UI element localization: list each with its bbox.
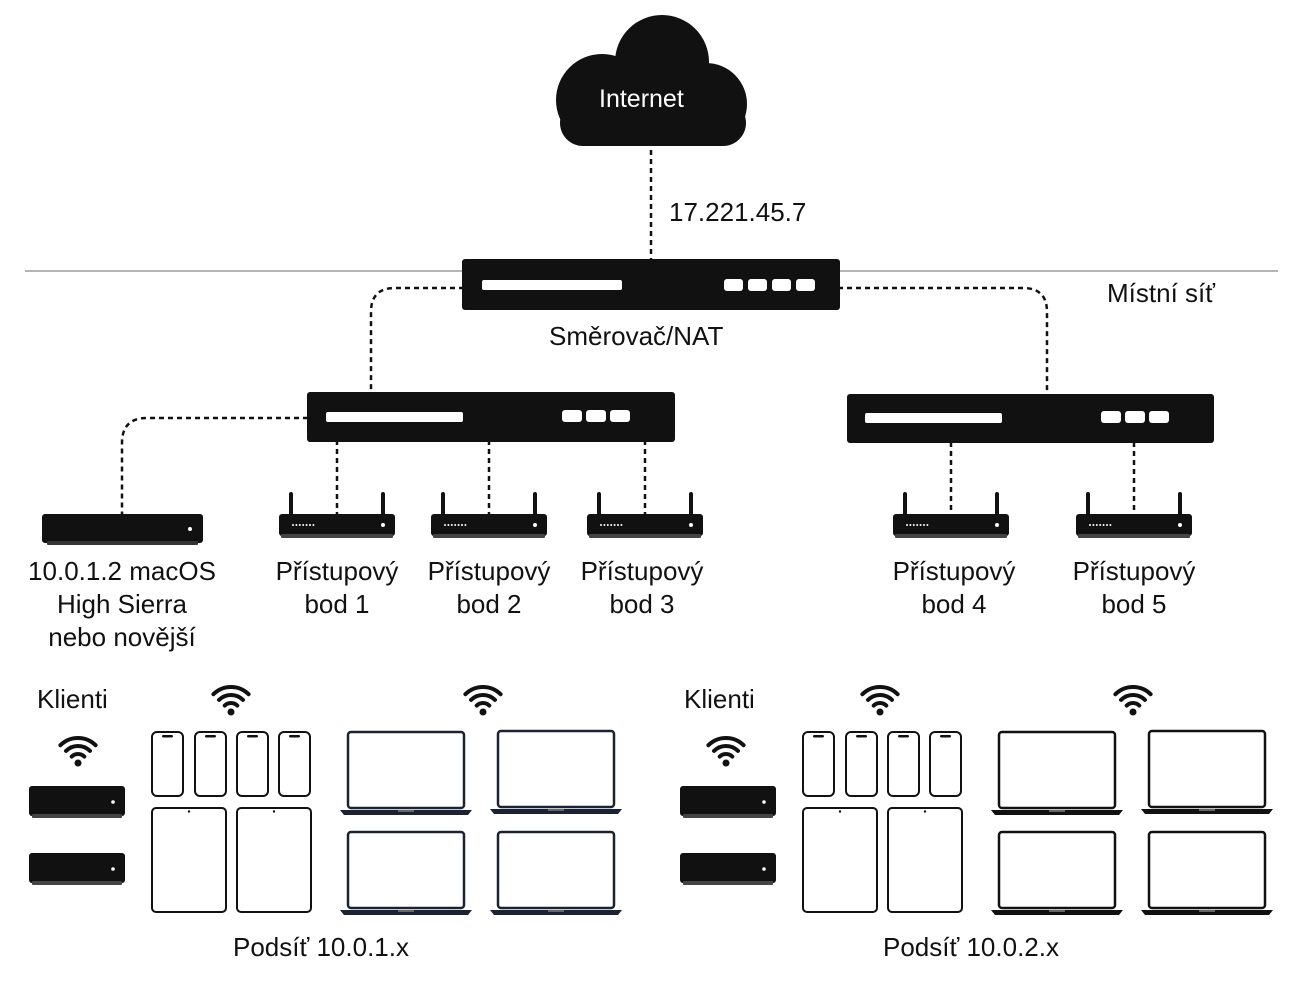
apple-tv-icon [680, 786, 776, 818]
access-point-label-line1: Přístupový [1072, 556, 1196, 586]
clients-label: Klienti [37, 684, 108, 714]
wan-ip-label: 17.221.45.7 [669, 197, 807, 227]
laptop-icon [490, 830, 622, 915]
laptop-icon [1141, 830, 1273, 915]
access-point-label: Přístupový bod 3 [567, 555, 717, 621]
access-point-icon [587, 492, 703, 538]
laptop-icon [340, 830, 472, 915]
line-switch-server [120, 416, 308, 514]
access-point-icon [279, 492, 395, 538]
access-point-label-line1: Přístupový [892, 556, 1016, 586]
cloud-icon [556, 15, 747, 146]
iphone-icon [845, 731, 878, 797]
client-devices [29, 729, 1273, 915]
iphone-icon [802, 731, 835, 797]
wifi-icon [1113, 684, 1153, 716]
apple-tv-icon [29, 853, 125, 885]
access-point-label-line1: Přístupový [275, 556, 399, 586]
mac-mini-icon [42, 514, 203, 545]
access-point-label-line2: bod 5 [1101, 589, 1167, 619]
access-point-label: Přístupový bod 4 [879, 555, 1029, 621]
internet-label: Internet [599, 85, 684, 113]
line-router-switch-right [838, 286, 1049, 394]
subnet-label: Podsíť 10.0.1.x [233, 932, 409, 962]
server-label-line1: 10.0.1.2 macOS [28, 556, 216, 586]
laptop-icon [340, 730, 472, 815]
access-point-icon [1076, 492, 1192, 538]
switch-icon [847, 394, 1214, 443]
access-point-label: Přístupový bod 2 [414, 555, 564, 621]
access-point-label-line2: bod 2 [456, 589, 522, 619]
router-label: Směrovač/NAT [549, 321, 724, 351]
line-router-switch-left [369, 286, 464, 392]
access-point-label: Přístupový bod 1 [262, 555, 412, 621]
access-point-label-line2: bod 4 [921, 589, 987, 619]
wifi-icon [211, 684, 251, 716]
subnet-label: Podsíť 10.0.2.x [883, 932, 1059, 962]
laptop-icon [490, 729, 622, 814]
laptop-icon [1141, 729, 1273, 814]
iphone-icon [278, 731, 311, 797]
laptop-icon [991, 830, 1123, 915]
wifi-signals [58, 684, 1153, 767]
server-label: 10.0.1.2 macOS High Sierra nebo novější [12, 555, 232, 654]
ipad-icon [236, 807, 312, 913]
wifi-icon [58, 735, 98, 767]
iphone-icon [194, 731, 227, 797]
server-label-line2: High Sierra [56, 589, 188, 619]
ipad-icon [887, 807, 963, 913]
wifi-icon [860, 684, 900, 716]
router-icon [462, 259, 840, 310]
clients-label: Klienti [684, 684, 755, 714]
server-label-line3: nebo novější [48, 622, 196, 652]
access-point-label: Přístupový bod 5 [1059, 555, 1209, 621]
local-network-label: Místní síť [1107, 278, 1215, 308]
wifi-icon [706, 735, 746, 767]
access-point-icon [431, 492, 547, 538]
access-point-label-line2: bod 1 [304, 589, 370, 619]
wifi-icon [463, 684, 503, 716]
ipad-icon [802, 807, 878, 913]
ipad-icon [151, 807, 227, 913]
iphone-icon [887, 731, 920, 797]
connection-lines [120, 150, 1136, 514]
access-point-label-line1: Přístupový [580, 556, 704, 586]
iphone-icon [929, 731, 962, 797]
iphone-icon [151, 731, 184, 797]
apple-tv-icon [29, 786, 125, 818]
access-points [279, 492, 1192, 538]
access-point-icon [893, 492, 1009, 538]
iphone-icon [236, 731, 269, 797]
switch-icon [307, 392, 675, 442]
access-point-label-line2: bod 3 [609, 589, 675, 619]
apple-tv-icon [680, 853, 776, 885]
laptop-icon [991, 730, 1123, 815]
access-point-label-line1: Přístupový [427, 556, 551, 586]
